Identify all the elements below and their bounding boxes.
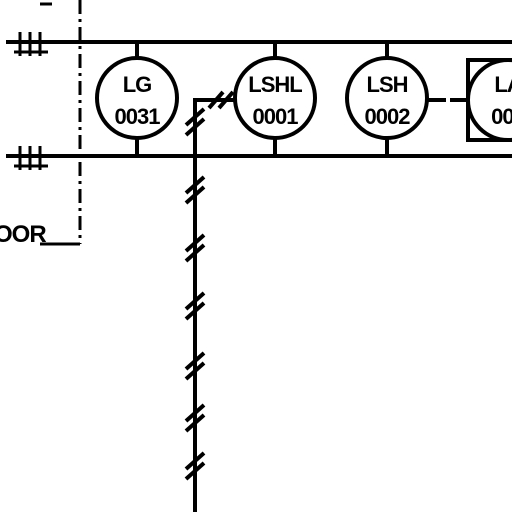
hash-mark bbox=[184, 351, 206, 371]
hash-mark bbox=[184, 403, 206, 423]
instrument-loop-number: 0002 bbox=[365, 104, 411, 129]
instrument-loop-number: 000 bbox=[491, 104, 512, 129]
hash-mark bbox=[184, 301, 206, 321]
hash-mark bbox=[184, 233, 206, 253]
hash-mark bbox=[217, 90, 235, 110]
hash-mark bbox=[184, 243, 206, 263]
signal-hash-marks bbox=[184, 90, 235, 481]
hash-mark bbox=[184, 461, 206, 481]
instrument-bubble-shared-display: LA 000 bbox=[466, 58, 512, 142]
hash-mark bbox=[184, 361, 206, 381]
instrument-function: LSHL bbox=[248, 72, 302, 97]
instrument-bubble: LSH 0002 bbox=[345, 56, 429, 140]
instrument-loop-number: 0001 bbox=[253, 104, 299, 129]
instrument-function: LG bbox=[123, 72, 152, 97]
signal-line bbox=[193, 98, 470, 512]
instrument-bubble: LSHL 0001 bbox=[233, 56, 317, 140]
instrument-function: LSH bbox=[367, 72, 408, 97]
hash-mark bbox=[207, 90, 225, 110]
instrument-loop-number: 0031 bbox=[115, 104, 161, 129]
instrument-function: LA bbox=[494, 72, 512, 97]
hash-fitting-icon bbox=[6, 146, 58, 170]
process-line bbox=[54, 40, 512, 158]
hash-mark bbox=[184, 107, 206, 127]
instrument-bubble: LG 0031 bbox=[95, 56, 179, 140]
hash-fitting-icon bbox=[6, 32, 58, 56]
hash-mark bbox=[184, 413, 206, 433]
area-boundary bbox=[40, 0, 82, 246]
hash-mark bbox=[184, 185, 206, 205]
hash-mark bbox=[184, 175, 206, 195]
hash-mark bbox=[184, 291, 206, 311]
hash-mark bbox=[184, 117, 206, 137]
area-label: OOR bbox=[0, 221, 46, 248]
hash-mark bbox=[184, 451, 206, 471]
